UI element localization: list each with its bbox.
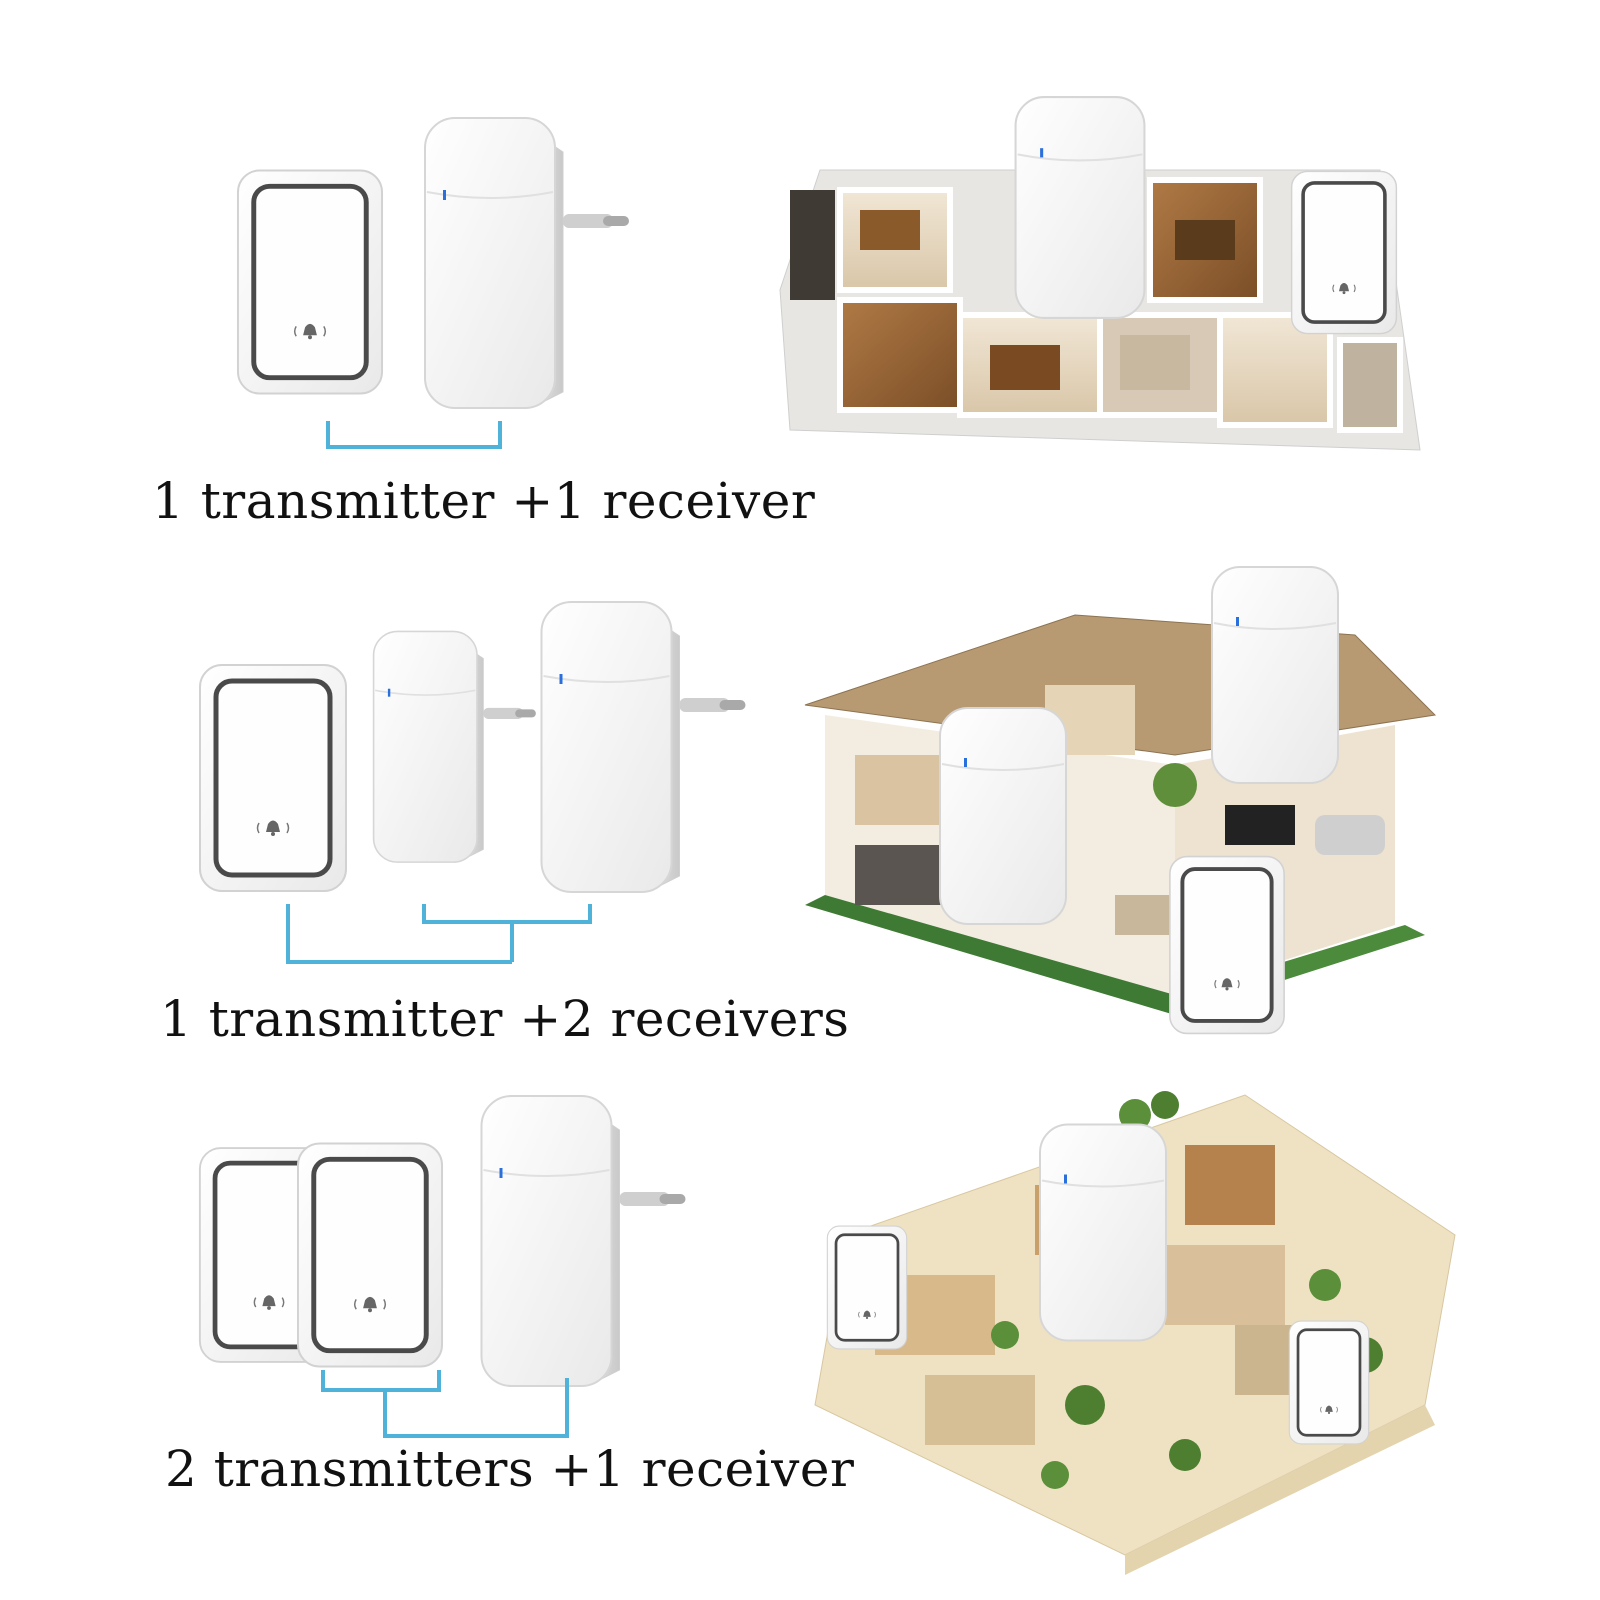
transmitter-overlay-1 [826,1225,908,1350]
caption-3: 2 transmitters +1 receiver [165,1440,855,1498]
section-2: 1 transmitter +2 receivers [160,566,1437,1048]
connector-line [321,1370,569,1438]
connector-line [286,904,592,964]
transmitter-device-2 [296,1135,444,1375]
caption-2: 1 transmitter +2 receivers [160,990,850,1048]
receiver-device [480,1094,687,1388]
receiver-overlay [1038,1123,1168,1342]
caption-1: 1 transmitter +1 receiver [152,472,816,530]
connector-line [326,421,502,449]
transmitter-overlay-2 [1288,1320,1370,1445]
section-1: 1 transmitter +1 receiver [0,0,1600,540]
